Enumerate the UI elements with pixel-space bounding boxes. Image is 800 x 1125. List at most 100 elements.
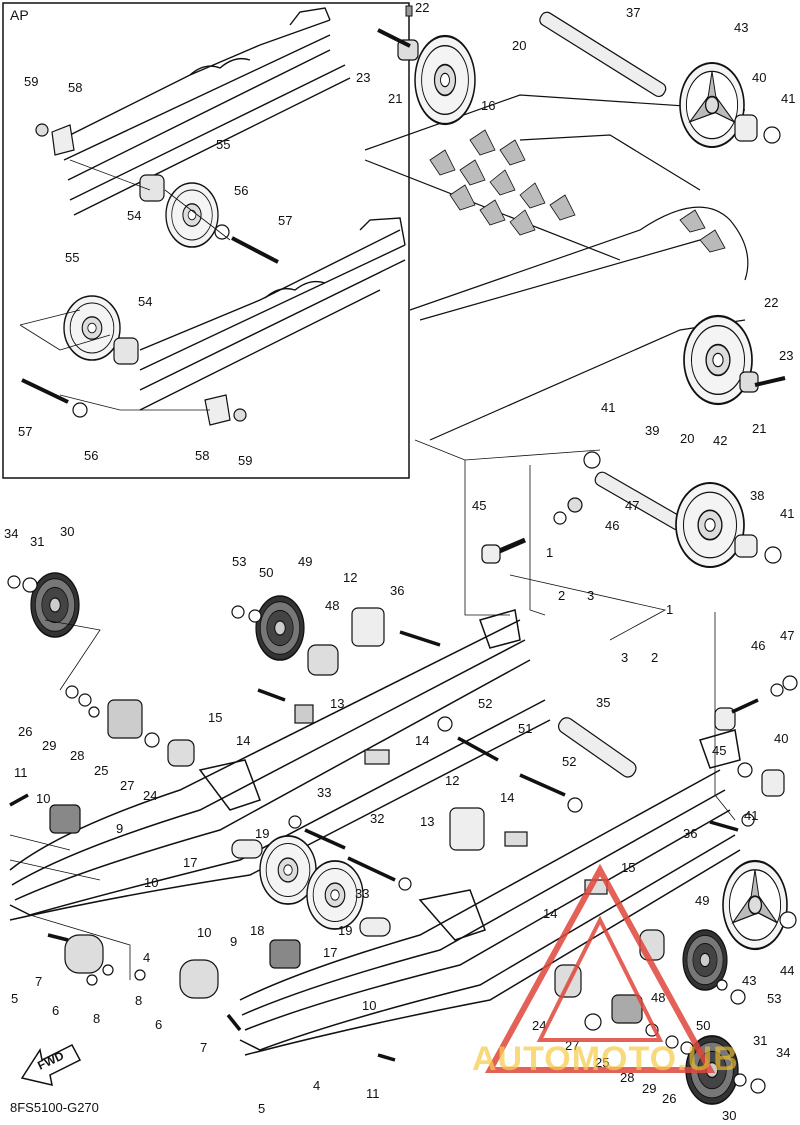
part-label: 26 xyxy=(18,724,32,739)
part-label: 19 xyxy=(255,826,269,841)
inset-washer-56-upper xyxy=(214,224,230,240)
inset-spacer-54-upper xyxy=(139,174,165,202)
part-label: 26 xyxy=(662,1091,676,1106)
part-label: 4 xyxy=(143,950,150,965)
part-label: 50 xyxy=(696,1018,710,1033)
part-label: 47 xyxy=(780,628,794,643)
part-label: 48 xyxy=(651,990,665,1005)
small-parts xyxy=(49,544,785,1024)
left-slide-rail xyxy=(9,609,551,921)
part-label: 18 xyxy=(250,923,264,938)
part-label: 13 xyxy=(420,814,434,829)
part-label: 3 xyxy=(621,650,628,665)
cross-shaft-35 xyxy=(557,717,637,778)
part-label: 34 xyxy=(4,526,18,541)
inset-title: AP xyxy=(10,7,29,23)
bolts xyxy=(9,630,759,1062)
part-label: 27 xyxy=(120,778,134,793)
part-label: 23 xyxy=(779,348,793,363)
track-belt xyxy=(364,94,749,441)
callout-labels: 22 23 21 20 37 43 40 41 16 22 23 21 20 4… xyxy=(4,0,795,1123)
part-label: 24 xyxy=(532,1018,546,1033)
part-label: 4 xyxy=(313,1078,320,1093)
part-label: 11 xyxy=(14,765,28,780)
part-label: 30 xyxy=(722,1108,736,1123)
part-label: 7 xyxy=(200,1040,207,1055)
part-label: 34 xyxy=(776,1045,790,1060)
part-label: 47 xyxy=(625,498,639,513)
part-label: 49 xyxy=(695,893,709,908)
part-label: 36 xyxy=(390,583,404,598)
part-label: 30 xyxy=(60,524,74,539)
part-label: 42 xyxy=(713,433,727,448)
part-label: 14 xyxy=(415,733,429,748)
part-label: 38 xyxy=(750,488,764,503)
part-label: 40 xyxy=(752,70,766,85)
part-label: 25 xyxy=(595,1055,609,1070)
part-label: 56 xyxy=(84,448,98,463)
part-label: 11 xyxy=(366,1086,380,1101)
part-label: 32 xyxy=(370,811,384,826)
inset-washer-56-lower xyxy=(72,402,88,418)
part-label: 54 xyxy=(138,294,152,309)
right-slide-rail xyxy=(239,729,741,1056)
part-label: 10 xyxy=(197,925,211,940)
part-label: 51 xyxy=(518,721,532,736)
wheel-42 xyxy=(674,481,746,569)
watermark-text: AUTOMOTO.UB xyxy=(472,1040,739,1078)
part-label: 58 xyxy=(68,80,82,95)
spacer-21-top xyxy=(397,39,419,61)
cap-22-top xyxy=(405,5,413,17)
part-label: 41 xyxy=(781,91,795,106)
part-label: 33 xyxy=(355,886,369,901)
part-label: 13 xyxy=(330,696,344,711)
part-label: 53 xyxy=(232,554,246,569)
spacer-21-mid xyxy=(739,371,759,393)
part-label: 49 xyxy=(298,554,312,569)
part-label: 3 xyxy=(587,588,594,603)
part-label: 48 xyxy=(325,598,339,613)
inset-rail-lower xyxy=(139,217,406,411)
shaft-17-right xyxy=(359,917,391,937)
nut-47-upper xyxy=(567,497,583,513)
part-label: 21 xyxy=(752,421,766,436)
part-label: 43 xyxy=(742,973,756,988)
part-label: 36 xyxy=(683,826,697,841)
washer-41-mid xyxy=(583,451,601,469)
part-label: 7 xyxy=(35,974,42,989)
diagram-code: 8FS5100-G270 xyxy=(10,1100,99,1115)
part-label: 14 xyxy=(543,906,557,921)
part-label: 8 xyxy=(93,1011,100,1026)
part-label: 59 xyxy=(24,74,38,89)
part-label: 28 xyxy=(70,748,84,763)
spacer-38 xyxy=(734,534,758,558)
part-label: 8 xyxy=(135,993,142,1008)
part-label: 1 xyxy=(546,545,553,560)
part-label: 2 xyxy=(651,650,658,665)
part-label: 41 xyxy=(601,400,615,415)
part-label: 40 xyxy=(774,731,788,746)
part-label: 56 xyxy=(234,183,248,198)
part-label: 41 xyxy=(744,808,758,823)
washer-41-top xyxy=(763,126,781,144)
inset-bolt-57-upper xyxy=(231,236,279,264)
part-label: 5 xyxy=(258,1101,265,1116)
shaft-37 xyxy=(539,11,667,98)
part-label: 12 xyxy=(445,773,459,788)
part-label: 57 xyxy=(18,424,32,439)
part-label: 17 xyxy=(183,855,197,870)
part-label: 37 xyxy=(626,5,640,20)
part-label: 45 xyxy=(712,743,726,758)
wheel-30-left xyxy=(30,572,80,638)
part-label: 23 xyxy=(356,70,370,85)
part-label: 39 xyxy=(645,423,659,438)
shaft-17-left xyxy=(231,839,263,859)
part-label: 31 xyxy=(753,1033,767,1048)
washer-46-upper xyxy=(553,511,567,525)
part-label: 17 xyxy=(323,945,337,960)
inset-frame xyxy=(2,2,410,479)
part-label: 6 xyxy=(155,1017,162,1032)
track-lugs xyxy=(429,129,726,253)
part-label: 9 xyxy=(116,821,123,836)
part-label: 31 xyxy=(30,534,44,549)
